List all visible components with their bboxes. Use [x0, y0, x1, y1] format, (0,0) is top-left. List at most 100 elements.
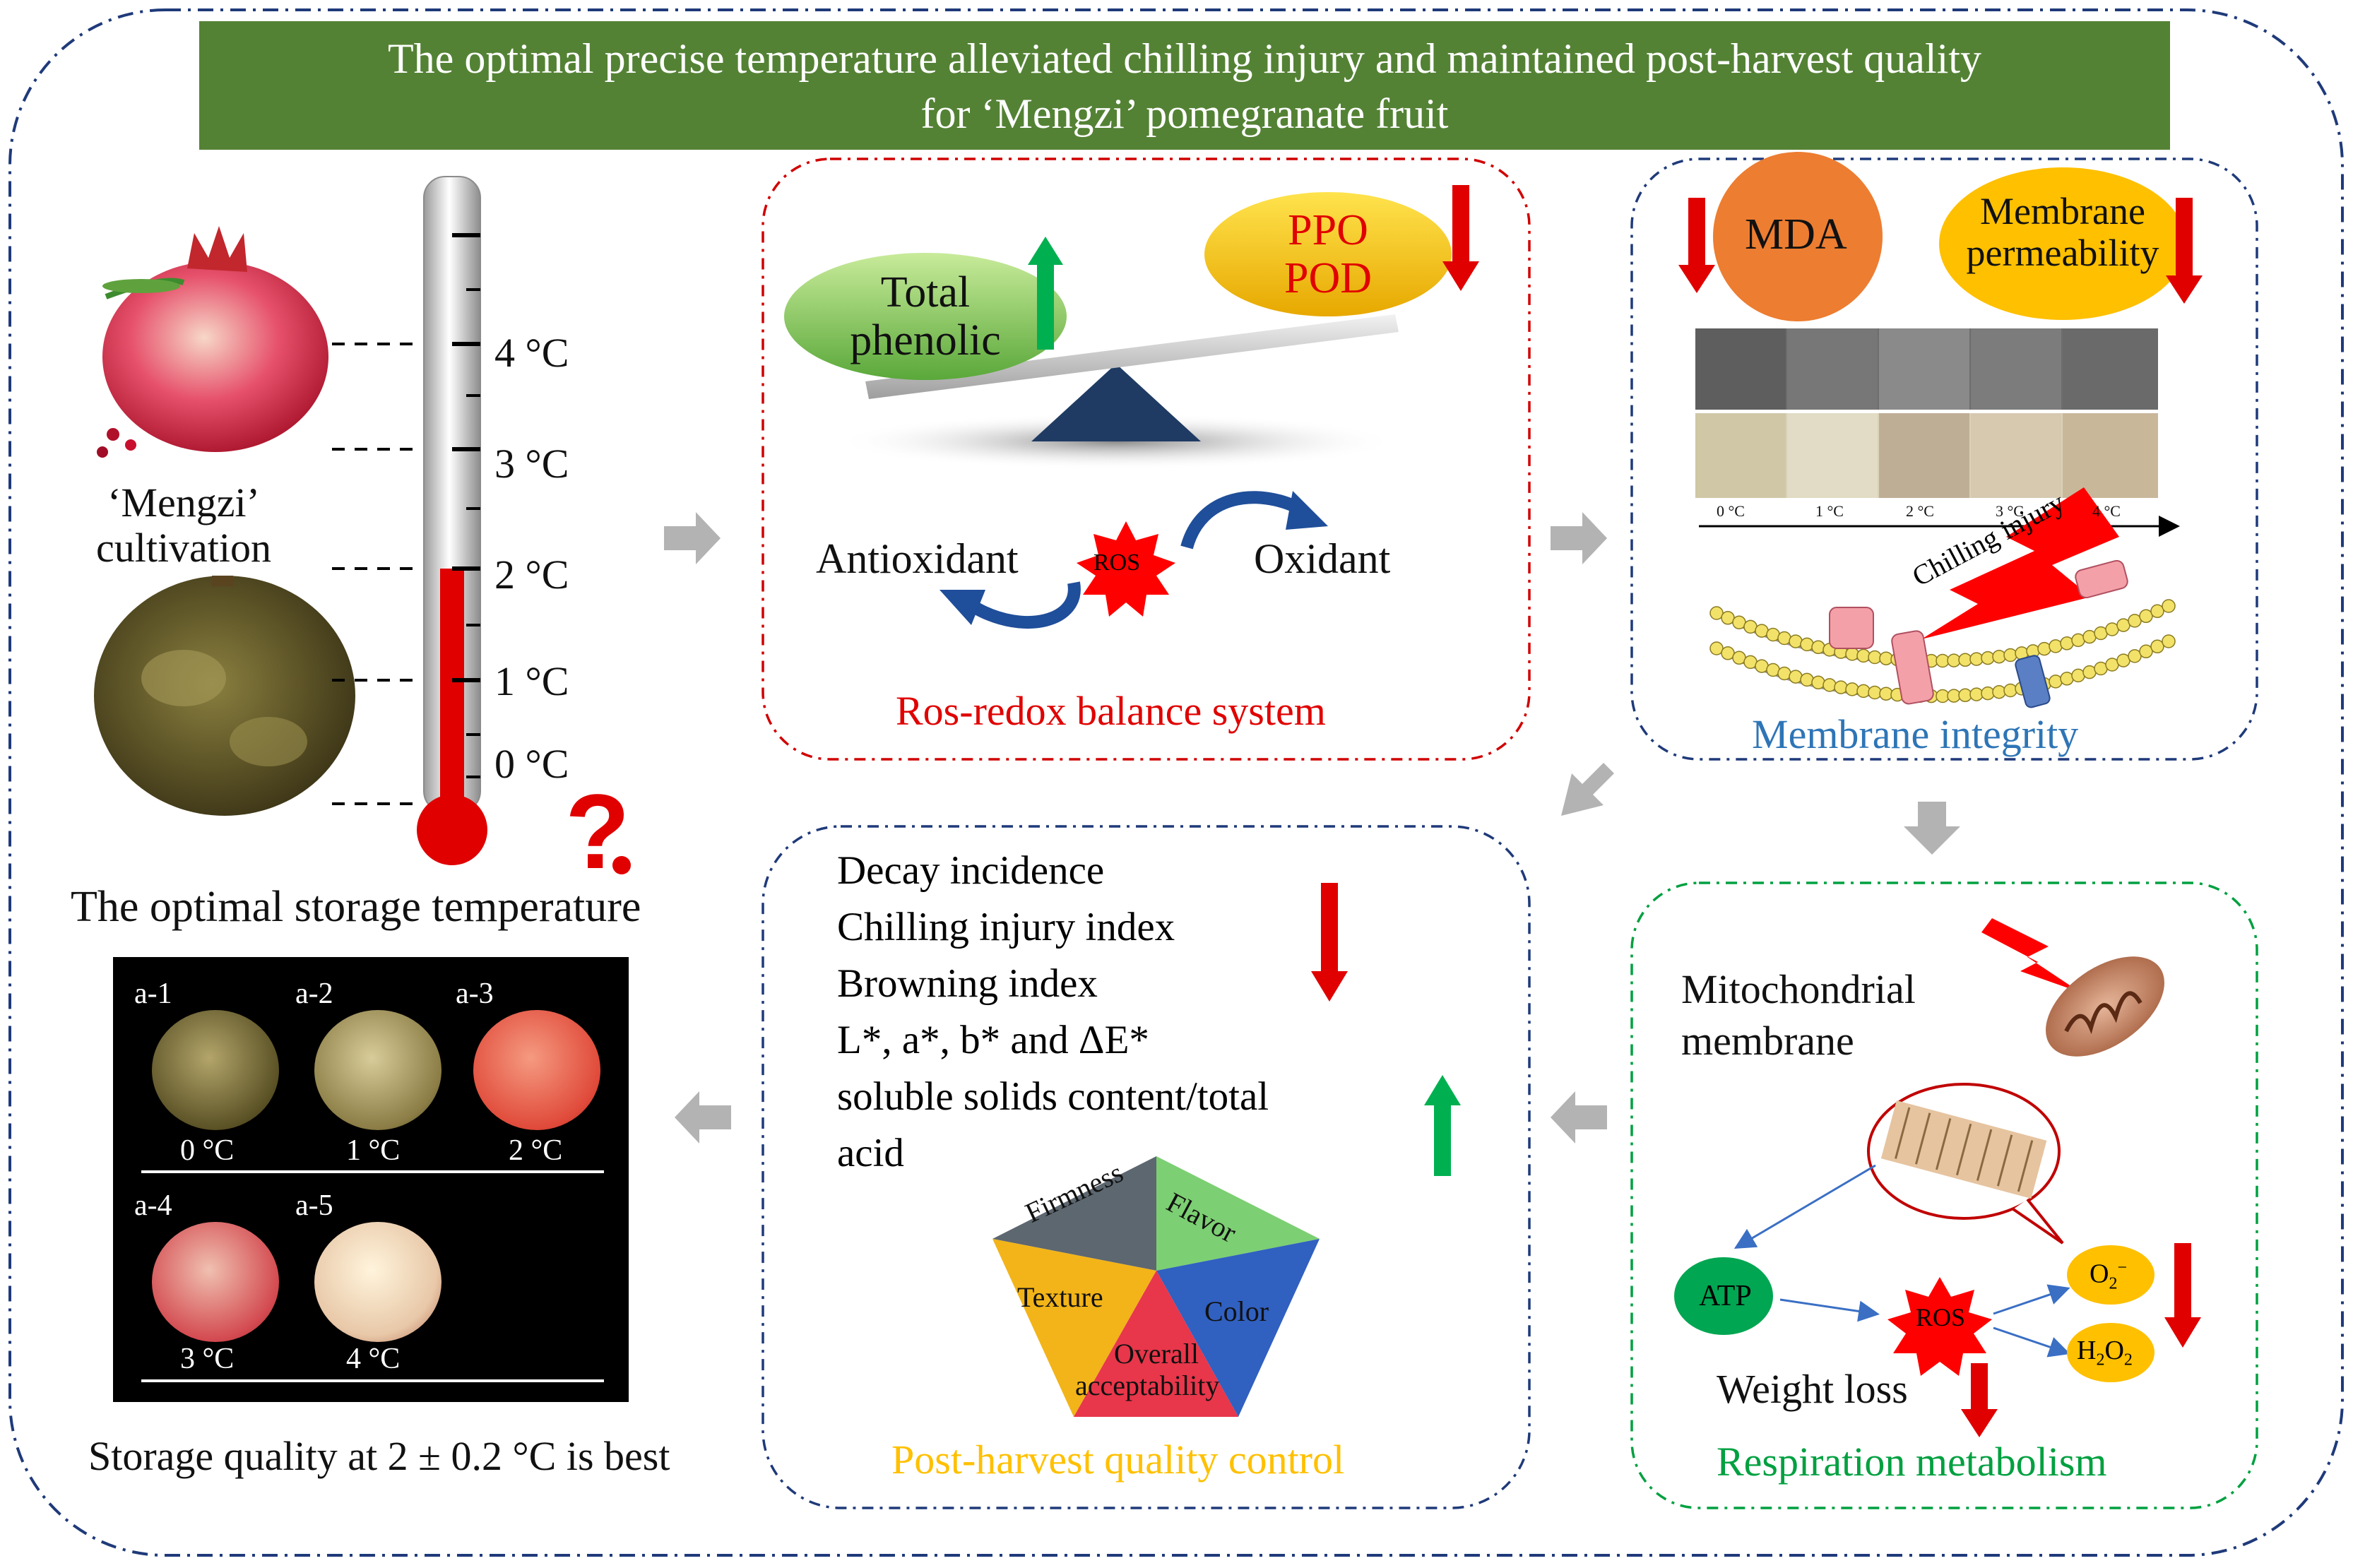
lipid-head — [1789, 634, 1803, 648]
quality-line-6: acid — [837, 1131, 904, 1175]
axis-temp-3: 3 °C — [1996, 502, 2024, 520]
sem-micrographs — [1695, 328, 2180, 537]
axis-temp-2: 2 °C — [1906, 502, 1934, 520]
lipid-heads — [1709, 599, 2176, 703]
weight-loss-label: Weight loss — [1717, 1366, 1908, 1412]
o2-sub-2: 2 — [2123, 1350, 2133, 1370]
fruit-photo-a4 — [152, 1222, 279, 1342]
photo-label-a4: a-4 — [134, 1189, 172, 1222]
seesaw-fulcrum — [1031, 364, 1201, 441]
temp-label-3: 3 °C — [494, 441, 569, 487]
photo-temp-3: 3 °C — [180, 1343, 235, 1375]
pentagon-color: Color — [1204, 1295, 1269, 1327]
lipid-bilayer — [1716, 606, 2169, 699]
increase-arrow — [1028, 237, 1063, 350]
lipid-head — [1811, 640, 1825, 655]
mda-circle — [1713, 152, 1883, 321]
lipid-head — [1800, 637, 1814, 652]
temp-label-1: 1 °C — [494, 658, 569, 704]
axis-temp-0: 0 °C — [1717, 502, 1745, 520]
o-letter: O — [2090, 1259, 2109, 1289]
title-banner: The optimal precise temperature alleviat… — [199, 21, 2170, 150]
photo-divider-2 — [141, 1379, 604, 1382]
question-mark-icon — [612, 856, 631, 874]
lipid-head — [2082, 629, 2097, 644]
decrease-arrow — [1442, 185, 1479, 291]
lipid-head — [2139, 644, 2153, 659]
lipid-head — [2071, 633, 2085, 648]
lipid-head — [2162, 599, 2176, 613]
lipid-head — [1969, 687, 1984, 701]
quality-line-4: L*, a*, b* and ΔE* — [837, 1018, 1149, 1062]
respiration-panel-title: Respiration metabolism — [1717, 1439, 2107, 1485]
axis-temp-4: 4 °C — [2092, 502, 2121, 520]
lipid-head — [1766, 627, 1780, 642]
temp-label-4: 4 °C — [494, 330, 569, 376]
lipid-head — [1834, 680, 1848, 694]
lipid-head — [2060, 672, 2074, 686]
membrane-panel-title: Membrane integrity — [1752, 711, 2079, 757]
lipid-head — [1811, 675, 1825, 690]
quality-line-2: Chilling injury index — [837, 905, 1175, 949]
lipid-head — [1709, 606, 1724, 620]
lipid-head — [1969, 652, 1984, 666]
photo-label-a2: a-2 — [295, 978, 333, 1010]
lipid-head — [1800, 672, 1814, 687]
antioxidant-label: Antioxidant — [816, 535, 1019, 582]
optimal-temp-caption: The optimal storage temperature — [71, 883, 641, 931]
lipid-head — [1845, 682, 1859, 696]
o2-sup: − — [2117, 1259, 2127, 1277]
lipid-head — [1879, 687, 1893, 701]
ros-burst-icon-2 — [1887, 1277, 1992, 1376]
lipid-head — [2060, 636, 2074, 651]
quality-line-1: Decay incidence — [837, 848, 1105, 893]
photo-temp-1: 1 °C — [346, 1134, 401, 1167]
atp-ellipse — [1674, 1257, 1773, 1335]
conclusion-text: Storage quality at 2 ± 0.2 °C is best — [88, 1433, 670, 1479]
mitochondrial-membrane-zoom — [1867, 1083, 2064, 1245]
ppo-pod-label: PPO POD — [1272, 206, 1385, 302]
photo-label-a5: a-5 — [295, 1189, 333, 1222]
lipid-head — [1879, 651, 1893, 665]
lipid-head — [1992, 684, 2006, 699]
cultivation-label: ‘Mengzi’ cultivation — [88, 480, 279, 571]
fruit-photo-a5 — [314, 1222, 441, 1342]
pomegranate-photo — [97, 226, 328, 458]
photo-temp-2: 2 °C — [509, 1134, 563, 1167]
lipid-head — [1766, 663, 1780, 677]
curved-arrow-left — [971, 581, 1081, 629]
question-mark: ? — [565, 772, 630, 891]
ros-label: ROS — [1093, 550, 1141, 576]
pod-label: POD — [1284, 254, 1373, 303]
cultivation-line-2: cultivation — [95, 524, 272, 571]
fruit-photo-a1 — [152, 1010, 279, 1130]
axis-temp-1: 1 °C — [1815, 502, 1844, 520]
temp-label-2: 2 °C — [494, 552, 569, 598]
photo-label-a1: a-1 — [134, 978, 172, 1010]
h2-sub: 2 — [2096, 1350, 2105, 1370]
lipid-head — [1981, 686, 1995, 701]
mito-line-1: Mitochondrial — [1681, 966, 1916, 1012]
membrane-permeability-label: Membrane permeability — [1957, 190, 2169, 275]
lipid-head — [1789, 670, 1803, 684]
flow-arrows — [664, 512, 1960, 1144]
lipid-head — [2150, 639, 2164, 654]
lipid-head — [1777, 631, 1791, 646]
lipid-head — [1709, 641, 1724, 655]
lightning-icon — [1981, 918, 2080, 992]
title-line-1: The optimal precise temperature alleviat… — [388, 35, 1981, 82]
lipid-head — [2003, 683, 2017, 698]
ros-panel-title: Ros-redox balance system — [896, 688, 1326, 734]
seesaw-plank — [865, 314, 1399, 399]
quality-pentagon — [992, 1156, 1320, 1417]
fruit-photo-a2 — [314, 1010, 441, 1130]
lipid-head — [1958, 688, 1972, 703]
chilling-injury-bolt — [1921, 487, 2119, 639]
mitochondrial-membrane-label: Mitochondrial membrane — [1681, 964, 1916, 1067]
lipid-head — [2139, 609, 2153, 624]
lipid-head — [1822, 678, 1837, 692]
peroxide-ellipse — [2067, 1323, 2155, 1382]
temp-label-0: 0 °C — [494, 741, 569, 787]
quality-line-5: soluble solids content/total — [837, 1074, 1269, 1119]
lipid-head — [1958, 653, 1972, 667]
